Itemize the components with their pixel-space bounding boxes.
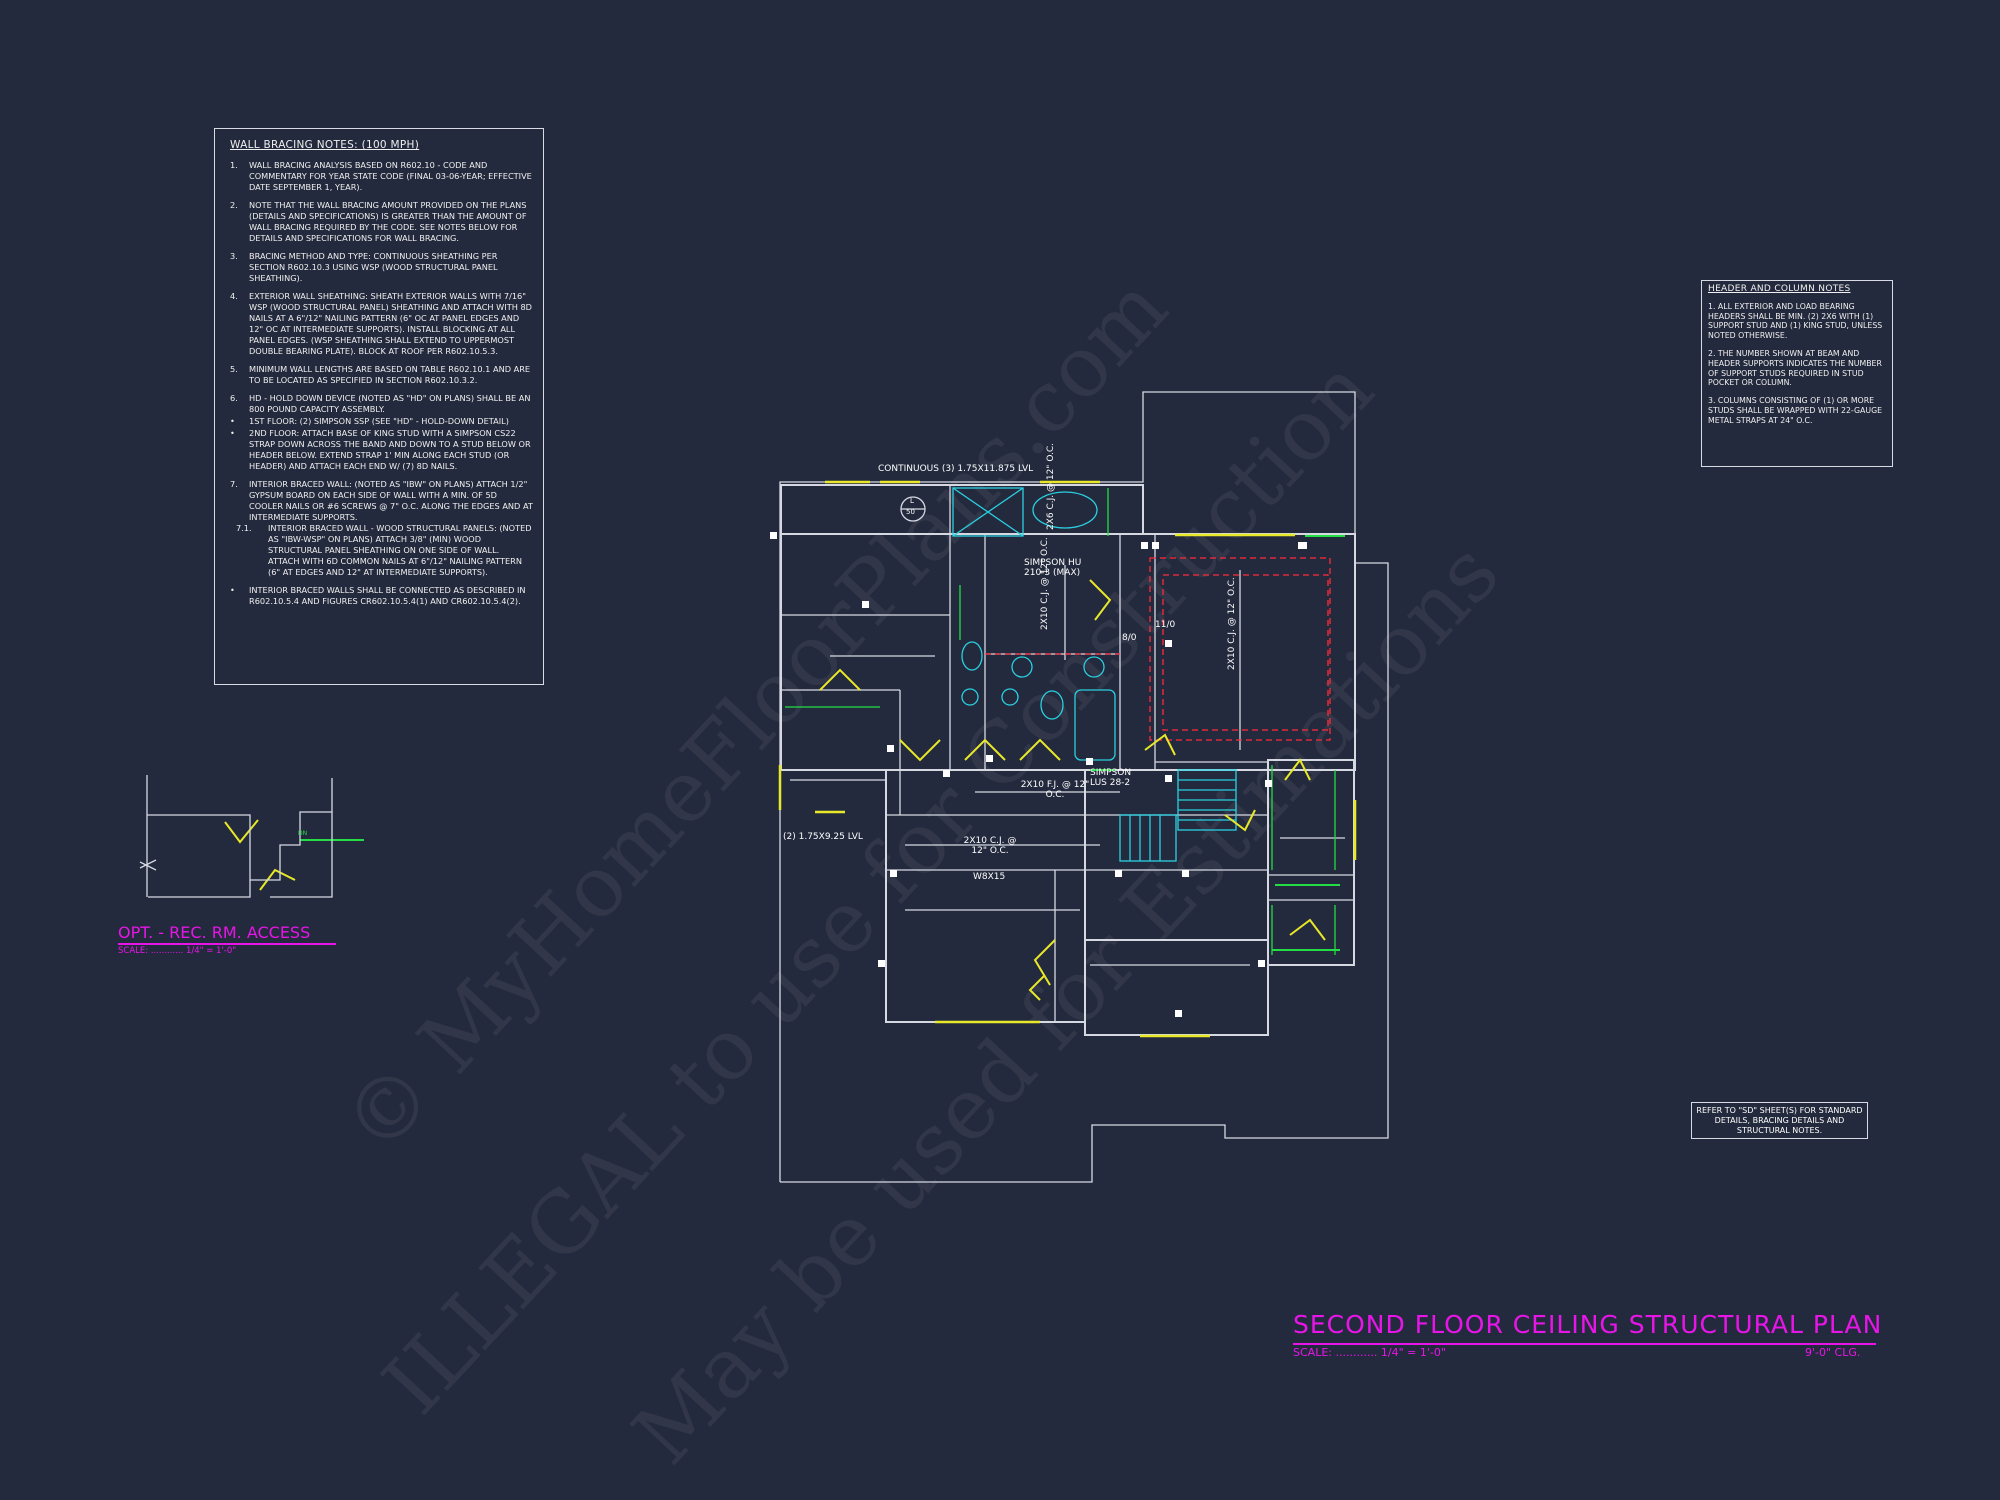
- wall-bracing-note: • 1ST FLOOR: (2) SIMPSON SSP (SEE "HD" - …: [230, 416, 533, 427]
- wall-bracing-note-text: INTERIOR BRACED WALLS SHALL BE CONNECTED…: [249, 585, 526, 606]
- refer-note-box: REFER TO "SD" SHEET(S) FOR STANDARD DETA…: [1691, 1102, 1868, 1139]
- wall-bracing-note-number: 6.: [230, 393, 238, 403]
- wall-bracing-note-number: 3.: [230, 251, 238, 261]
- label-ceiling-joist-vert-3: 2x6 C.J. @ 12" O.C.: [1046, 442, 1056, 530]
- wall-bracing-note-text: NOTE THAT THE WALL BRACING AMOUNT PROVID…: [249, 200, 527, 243]
- wall-bracing-note-number: 5.: [230, 364, 238, 374]
- label-ceiling-joist-mid: 2x10 C.J. @ 12" O.C.: [963, 836, 1017, 856]
- wall-bracing-note: 7.1. INTERIOR BRACED WALL - WOOD STRUCTUR…: [230, 523, 533, 578]
- stair: [1119, 769, 1237, 862]
- wall-bracing-note-number: 7.1.: [236, 523, 252, 533]
- wall-bracing-note-number: •: [230, 585, 235, 595]
- wall-bracing-note: • INTERIOR BRACED WALLS SHALL BE CONNECTE…: [230, 585, 533, 607]
- label-l-tag: L: [910, 497, 914, 505]
- wall-bracing-note-number: 4.: [230, 291, 238, 301]
- wall-bracing-note: • 2ND FLOOR: ATTACH BASE OF KING STUD WIT…: [230, 428, 533, 472]
- label-down: DN: [298, 830, 308, 837]
- wall-bracing-note-number: •: [230, 428, 235, 438]
- wall-bracing-notes: WALL BRACING NOTES: (100 MPH) 1. WALL BRA…: [214, 128, 544, 685]
- wall-bracing-note-text: 1ST FLOOR: (2) SIMPSON SSP (SEE "HD" - H…: [249, 416, 509, 426]
- plan-ceiling-height: 9'-0" CLG.: [1805, 1346, 1861, 1359]
- exterior-wall-upper: [780, 484, 1144, 535]
- header-column-note: 3. COLUMNS CONSISTING OF (1) OR MORE STU…: [1708, 396, 1883, 425]
- header-column-note: 1. ALL EXTERIOR AND LOAD BEARING HEADERS…: [1708, 301, 1883, 341]
- label-simpson-hu: SIMPSON HU 210-3 (MAX): [1024, 558, 1082, 578]
- option-scale: SCALE: ............ 1/4" = 1'-0": [118, 946, 237, 956]
- wall-bracing-note-number: 7.: [230, 479, 238, 489]
- wall-bracing-note-text: BRACING METHOD AND TYPE: CONTINUOUS SHEA…: [249, 251, 498, 283]
- wall-bracing-note: 1. WALL BRACING ANALYSIS BASED ON R602.10…: [230, 160, 533, 193]
- wall-bracing-note-text: EXTERIOR WALL SHEATHING: SHEATH EXTERIOR…: [249, 291, 532, 356]
- label-simpson-lus: SIMPSON LUS 28-2: [1090, 768, 1132, 788]
- header-column-title: HEADER AND COLUMN NOTES: [1708, 284, 1851, 294]
- label-beam: W8x15: [973, 872, 1006, 882]
- wall-bracing-note-number: •: [230, 416, 235, 426]
- label-lvl-left: (2) 1.75x9.25 LVL: [783, 832, 863, 842]
- plan-title-underline: [1293, 1343, 1876, 1345]
- label-ceiling-joist-vert-2: 2x10 C.J. @ 12" O.C.: [1227, 577, 1237, 670]
- bath-fixtures: [952, 487, 1116, 761]
- wall-bracing-note: 4. EXTERIOR WALL SHEATHING: SHEATH EXTERI…: [230, 291, 533, 357]
- refer-note-text: REFER TO "SD" SHEET(S) FOR STANDARD DETA…: [1696, 1106, 1863, 1135]
- exterior-wall-lower-right: [1084, 939, 1269, 1036]
- label-header-2: 11/0: [1155, 620, 1176, 630]
- label-l-num: 50: [906, 508, 915, 516]
- wall-bracing-note: 3. BRACING METHOD AND TYPE: CONTINUOUS SH…: [230, 251, 533, 284]
- wall-bracing-note-text: WALL BRACING ANALYSIS BASED ON R602.10 -…: [249, 160, 532, 192]
- option-title: OPT. - REC. RM. ACCESS: [118, 923, 311, 942]
- exterior-wall-right-wing: [1267, 759, 1355, 966]
- wall-bracing-list: 1. WALL BRACING ANALYSIS BASED ON R602.10…: [230, 160, 533, 607]
- label-floor-joist: 2x10 F.J. @ 12" O.C.: [1020, 780, 1090, 800]
- wall-bracing-note-text: MINIMUM WALL LENGTHS ARE BASED ON TABLE …: [249, 364, 531, 385]
- wall-bracing-note: 2. NOTE THAT THE WALL BRACING AMOUNT PROV…: [230, 200, 533, 244]
- wall-bracing-title: WALL BRACING NOTES: (100 MPH): [230, 139, 420, 151]
- wall-bracing-note-number: 1.: [230, 160, 238, 170]
- wall-bracing-note-number: 2.: [230, 200, 238, 210]
- plan-title: SECOND FLOOR CEILING STRUCTURAL PLAN: [1293, 1310, 1883, 1339]
- opt-rec-room-sketch: [139, 775, 333, 898]
- wall-bracing-note: 5. MINIMUM WALL LENGTHS ARE BASED ON TABL…: [230, 364, 533, 386]
- header-column-notes: HEADER AND COLUMN NOTES 1. ALL EXTERIOR …: [1701, 280, 1893, 467]
- header-column-note: 2. THE NUMBER SHOWN AT BEAM AND HEADER S…: [1708, 348, 1882, 388]
- wall-bracing-note-text: INTERIOR BRACED WALL - WOOD STRUCTURAL P…: [268, 523, 532, 577]
- doors: [224, 579, 1326, 1001]
- header-column-list: 1. ALL EXTERIOR AND LOAD BEARING HEADERS…: [1708, 302, 1886, 426]
- label-ceiling-joist-vert-1: 2x10 C.J. @ 12" O.C.: [1040, 537, 1050, 630]
- roof-outline: [779, 391, 1389, 1183]
- option-title-underline: [118, 943, 336, 945]
- label-continuous-lvl: CONTINUOUS (3) 1.75x11.875 LVL: [878, 464, 1034, 474]
- wall-bracing-note-text: INTERIOR BRACED WALL: (NOTED AS "IBW" ON…: [249, 479, 533, 522]
- plan-scale: SCALE: ............ 1/4" = 1'-0": [1293, 1346, 1446, 1359]
- label-header-1: 8/0: [1122, 633, 1137, 643]
- wall-bracing-note: 7. INTERIOR BRACED WALL: (NOTED AS "IBW" …: [230, 479, 533, 523]
- wall-bracing-note-text: 2ND FLOOR: ATTACH BASE OF KING STUD WITH…: [249, 428, 531, 471]
- wall-bracing-note: 6. HD - HOLD DOWN DEVICE (NOTED AS "HD" O…: [230, 393, 533, 415]
- wall-bracing-note-text: HD - HOLD DOWN DEVICE (NOTED AS "HD" ON …: [249, 393, 531, 414]
